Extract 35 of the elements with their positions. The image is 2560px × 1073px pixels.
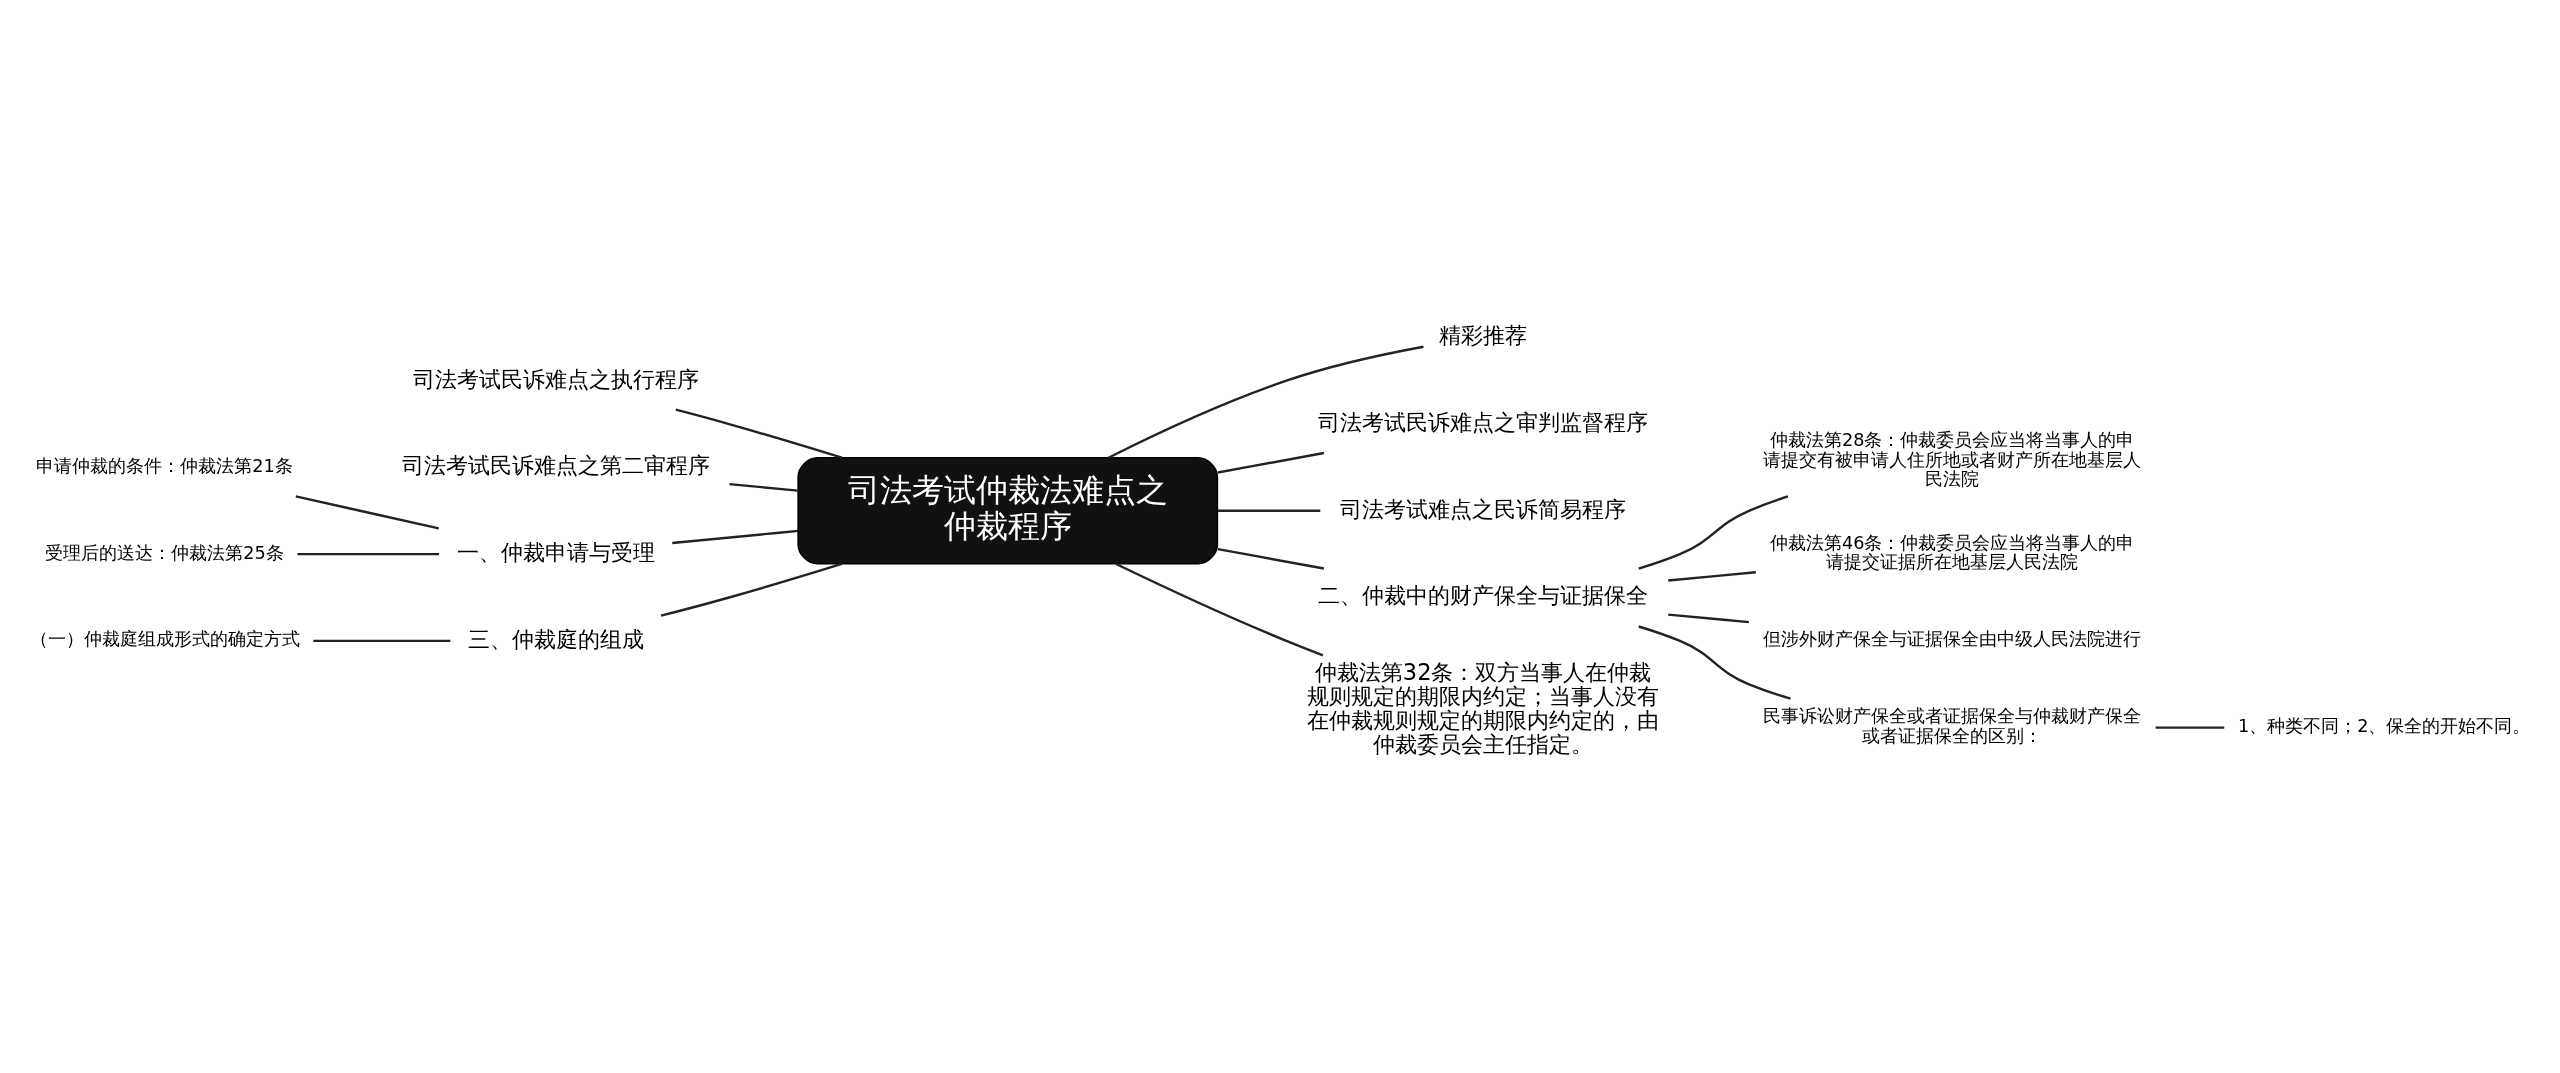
connector (672, 529, 799, 545)
connector (1107, 345, 1424, 459)
connector (1668, 571, 1756, 582)
node-text: 司法考试难点之民诉简易程序 (1340, 495, 1627, 522)
node-text: 仲裁法第32条：双方当事人在仲裁规则规定的期限内约定；当事人没有在仲裁规则规定的期限内约定的，由仲裁委员会主任指定。 (1307, 658, 1660, 758)
node-text: 仲裁法第28条：仲裁委员会应当将当事人的申请提交有被申请人住所地或者财产所在地基层人民法院 (1763, 430, 2142, 489)
connector (2155, 726, 2225, 729)
node-text: （一）仲裁庭组成形式的确定方式 (29, 629, 300, 650)
node-box: 司法考试仲裁法难点之仲裁程序 (797, 457, 1219, 565)
connector (1638, 495, 1789, 570)
connector (1217, 547, 1325, 570)
node-text: 司法考试民诉难点之第二审程序 (401, 452, 710, 479)
node-text: 1、种类不同；2、保全的开始不同。 (2238, 716, 2531, 737)
node-text: 精彩推荐 (1439, 322, 1528, 349)
connector (1638, 625, 1791, 700)
node-text: 司法考试民诉难点之审判监督程序 (1318, 409, 1649, 436)
node-text: 二、仲裁中的财产保全与证据保全 (1318, 582, 1649, 609)
node-text: 但涉外财产保全与证据保全由中级人民法院进行 (1763, 629, 2142, 650)
connector (729, 482, 798, 492)
node-text: 一、仲裁申请与受理 (456, 539, 655, 566)
node-text: 仲裁法第46条：仲裁委员会应当将当事人的申请提交证据所在地基层人民法院 (1769, 533, 2135, 573)
connector (295, 495, 440, 530)
connector (1217, 509, 1321, 512)
connector (1115, 562, 1324, 657)
connector (297, 552, 440, 556)
connector (313, 639, 451, 643)
connector (675, 408, 843, 459)
node-text: 司法考试民诉难点之执行程序 (412, 365, 699, 392)
connector (1217, 451, 1325, 474)
node-text: 受理后的送达：仲裁法第25条 (45, 542, 284, 563)
node-text: 申请仲裁的条件：仲裁法第21条 (36, 455, 293, 476)
node-text: 民事诉讼财产保全或者证据保全与仲裁财产保全或者证据保全的区别： (1763, 706, 2142, 746)
connector (1668, 613, 1749, 624)
connector (660, 562, 843, 617)
node-text: 三、仲裁庭的组成 (467, 625, 644, 652)
